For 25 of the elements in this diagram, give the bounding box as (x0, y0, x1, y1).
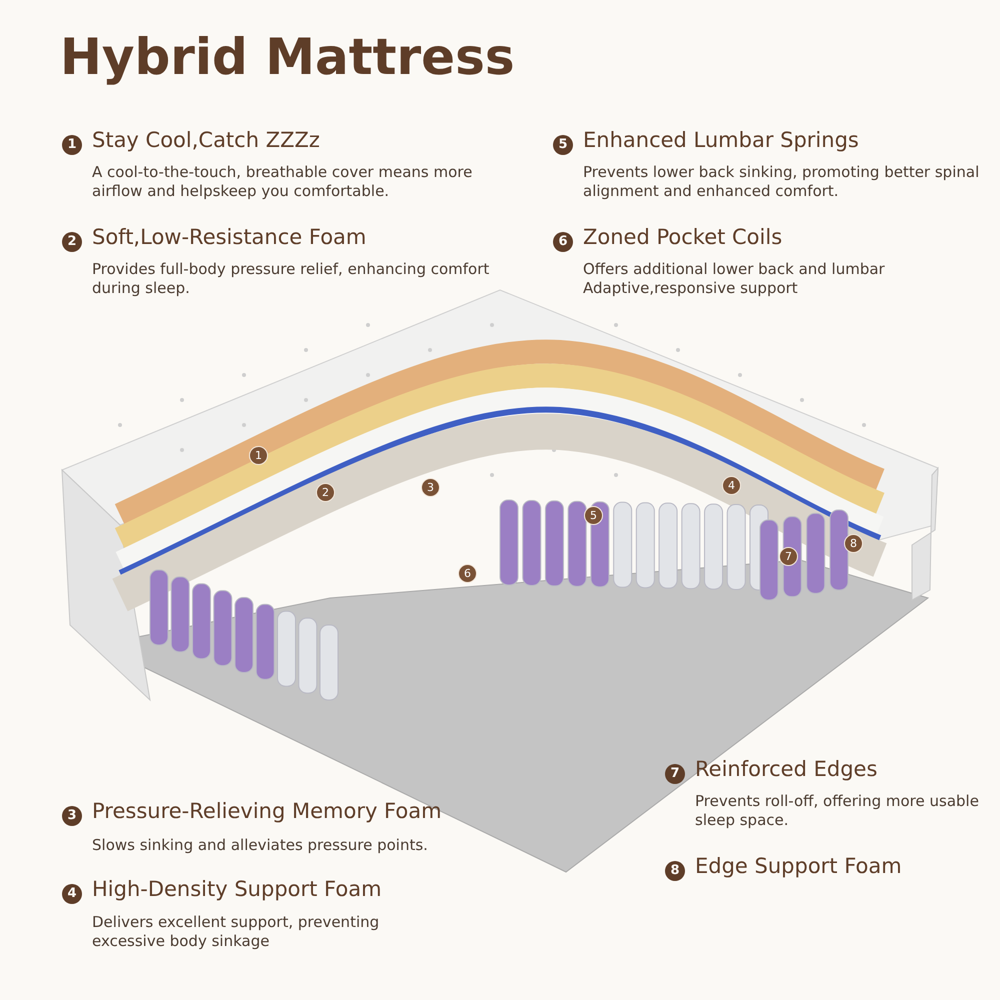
title: Hybrid Mattress (60, 28, 515, 86)
feature-description: Slows sinking and alleviates pressure points. (92, 836, 429, 855)
feature-heading: Soft,Low-Resistance Foam (92, 225, 366, 249)
number-badge: 2 (62, 232, 82, 252)
number-badge: 5 (553, 135, 573, 155)
feature-description: Prevents lower back sinking, promoting better spinal alignment and enhanced comfort. (583, 163, 980, 201)
feature-description: Delivers excellent support, preventing excessive body sinkage (92, 913, 380, 951)
feature-heading: Edge Support Foam (695, 854, 902, 878)
number-badge: 4 (62, 884, 82, 904)
feature-description: Provides full-body pressure relief, enhancing comfort during sleep. (92, 260, 490, 298)
number-badge: 1 (62, 135, 82, 155)
number-badge: 3 (62, 806, 82, 826)
feature-description: Offers additional lower back and lumbar Adaptive,responsive support (583, 260, 886, 298)
feature-heading: High-Density Support Foam (92, 877, 382, 901)
feature-heading: Reinforced Edges (695, 757, 878, 781)
feature-heading: Pressure-Relieving Memory Foam (92, 799, 442, 823)
feature-description: A cool-to-the-touch, breathable cover means more airflow and helpskeep you comfortable. (92, 163, 474, 201)
callout-number: 6 (458, 564, 477, 583)
feature-heading: Stay Cool,Catch ZZZz (92, 128, 320, 152)
feature-description: Prevents roll-off, offering more usable sleep space. (695, 792, 980, 830)
callout-number: 3 (421, 478, 440, 497)
number-badge: 6 (553, 232, 573, 252)
number-badge: 8 (665, 861, 685, 881)
feature-heading: Enhanced Lumbar Springs (583, 128, 859, 152)
feature-heading: Zoned Pocket Coils (583, 225, 782, 249)
